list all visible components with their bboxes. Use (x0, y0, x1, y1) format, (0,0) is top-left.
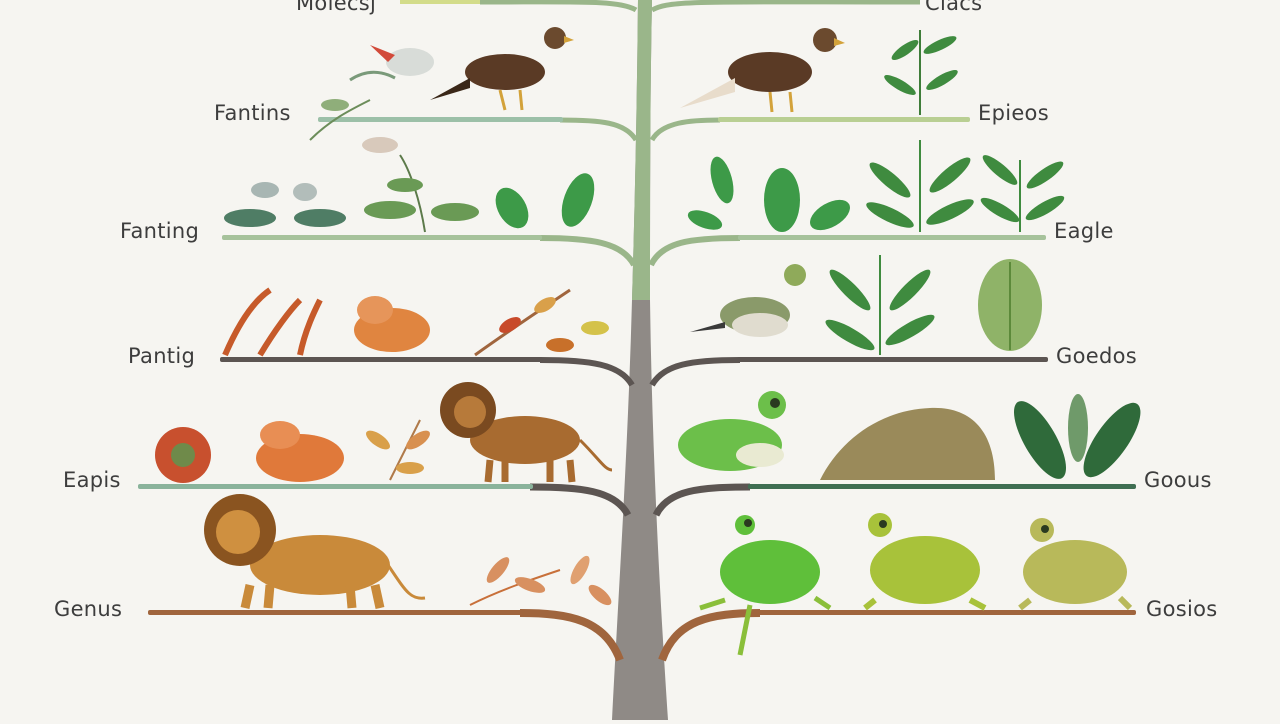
shelf-right-3 (738, 357, 1048, 362)
shelf-right-5 (758, 610, 1136, 615)
leaf-pair-icon (495, 173, 595, 229)
autumn-branch-icon (366, 419, 430, 481)
branch-right-5 (658, 609, 761, 662)
shelf-left-4 (138, 484, 533, 489)
level-3-right-label: Goedos (1056, 344, 1137, 368)
level-0-right-label: Clacs (925, 0, 983, 15)
moss-rock-icon (820, 407, 995, 480)
shelf-left-5 (148, 610, 524, 615)
shelf-left-2 (222, 235, 542, 240)
level-4-left-label: Eapis (63, 468, 121, 492)
bird-icon (690, 264, 806, 337)
level-5-right-label: Gosios (1146, 597, 1218, 621)
leaf-sprig-icon (224, 182, 346, 227)
leaf-sprig-icon (309, 99, 398, 153)
level-1-left-label: Fantins (214, 101, 291, 125)
shelf-right-4 (748, 484, 1136, 489)
bird-sketch-icon (349, 45, 434, 82)
branch-right-3 (649, 357, 741, 387)
lion-icon (440, 382, 613, 483)
branch-left-3 (539, 357, 635, 387)
level-2-right-label: Eagle (1054, 219, 1114, 243)
branch-right-0 (650, 0, 921, 13)
branch-left-1 (559, 117, 639, 142)
leaf-pair-icon (1014, 394, 1141, 479)
branch-right-2 (648, 235, 741, 267)
shelf-left-3 (220, 357, 542, 362)
shell-icon (354, 296, 430, 352)
eagle-icon (680, 28, 845, 113)
flower-icon (155, 427, 211, 483)
fern-icon (978, 259, 1042, 351)
shell-icon (256, 421, 344, 482)
leaf-sprig-icon (364, 154, 479, 233)
shelf-left-0 (400, 0, 480, 4)
shelf-right-2 (738, 235, 1046, 240)
tree-trunk (612, 0, 668, 720)
leaf-sprig-icon (825, 255, 935, 355)
level-5-left-label: Genus (54, 597, 123, 621)
lion-icon (204, 494, 426, 609)
level-2-left-label: Fanting (120, 219, 200, 243)
branch-right-4 (652, 483, 751, 517)
frog-icon (678, 391, 786, 471)
branch-left-0 (479, 0, 638, 13)
level-0-left-label: Molecsj (296, 0, 377, 15)
level-3-left-label: Pantig (128, 344, 196, 368)
leaf-sprig-icon (866, 140, 974, 232)
coral-plant-icon (222, 287, 323, 357)
shelf-left-1 (318, 117, 563, 122)
level-1-right-label: Epieos (978, 101, 1049, 125)
frog-icon (863, 513, 987, 611)
level-4-right-label: Goous (1144, 468, 1212, 492)
leaf-sprig-icon (980, 155, 1065, 232)
leaf-pair-icon (687, 156, 850, 232)
branch-left-4 (529, 483, 632, 517)
autumn-branch-icon (469, 555, 612, 606)
leaf-sprig-icon (884, 30, 958, 115)
branch-right-1 (649, 117, 721, 142)
frog-icon (699, 515, 832, 656)
frog-icon (1018, 518, 1133, 611)
branch-left-5 (519, 609, 624, 662)
branch-left-2 (539, 235, 637, 267)
shelf-right-1 (718, 117, 970, 122)
autumn-branch-icon (474, 288, 609, 357)
eagle-icon (430, 27, 574, 111)
tree-trunk-green-top (632, 0, 652, 300)
